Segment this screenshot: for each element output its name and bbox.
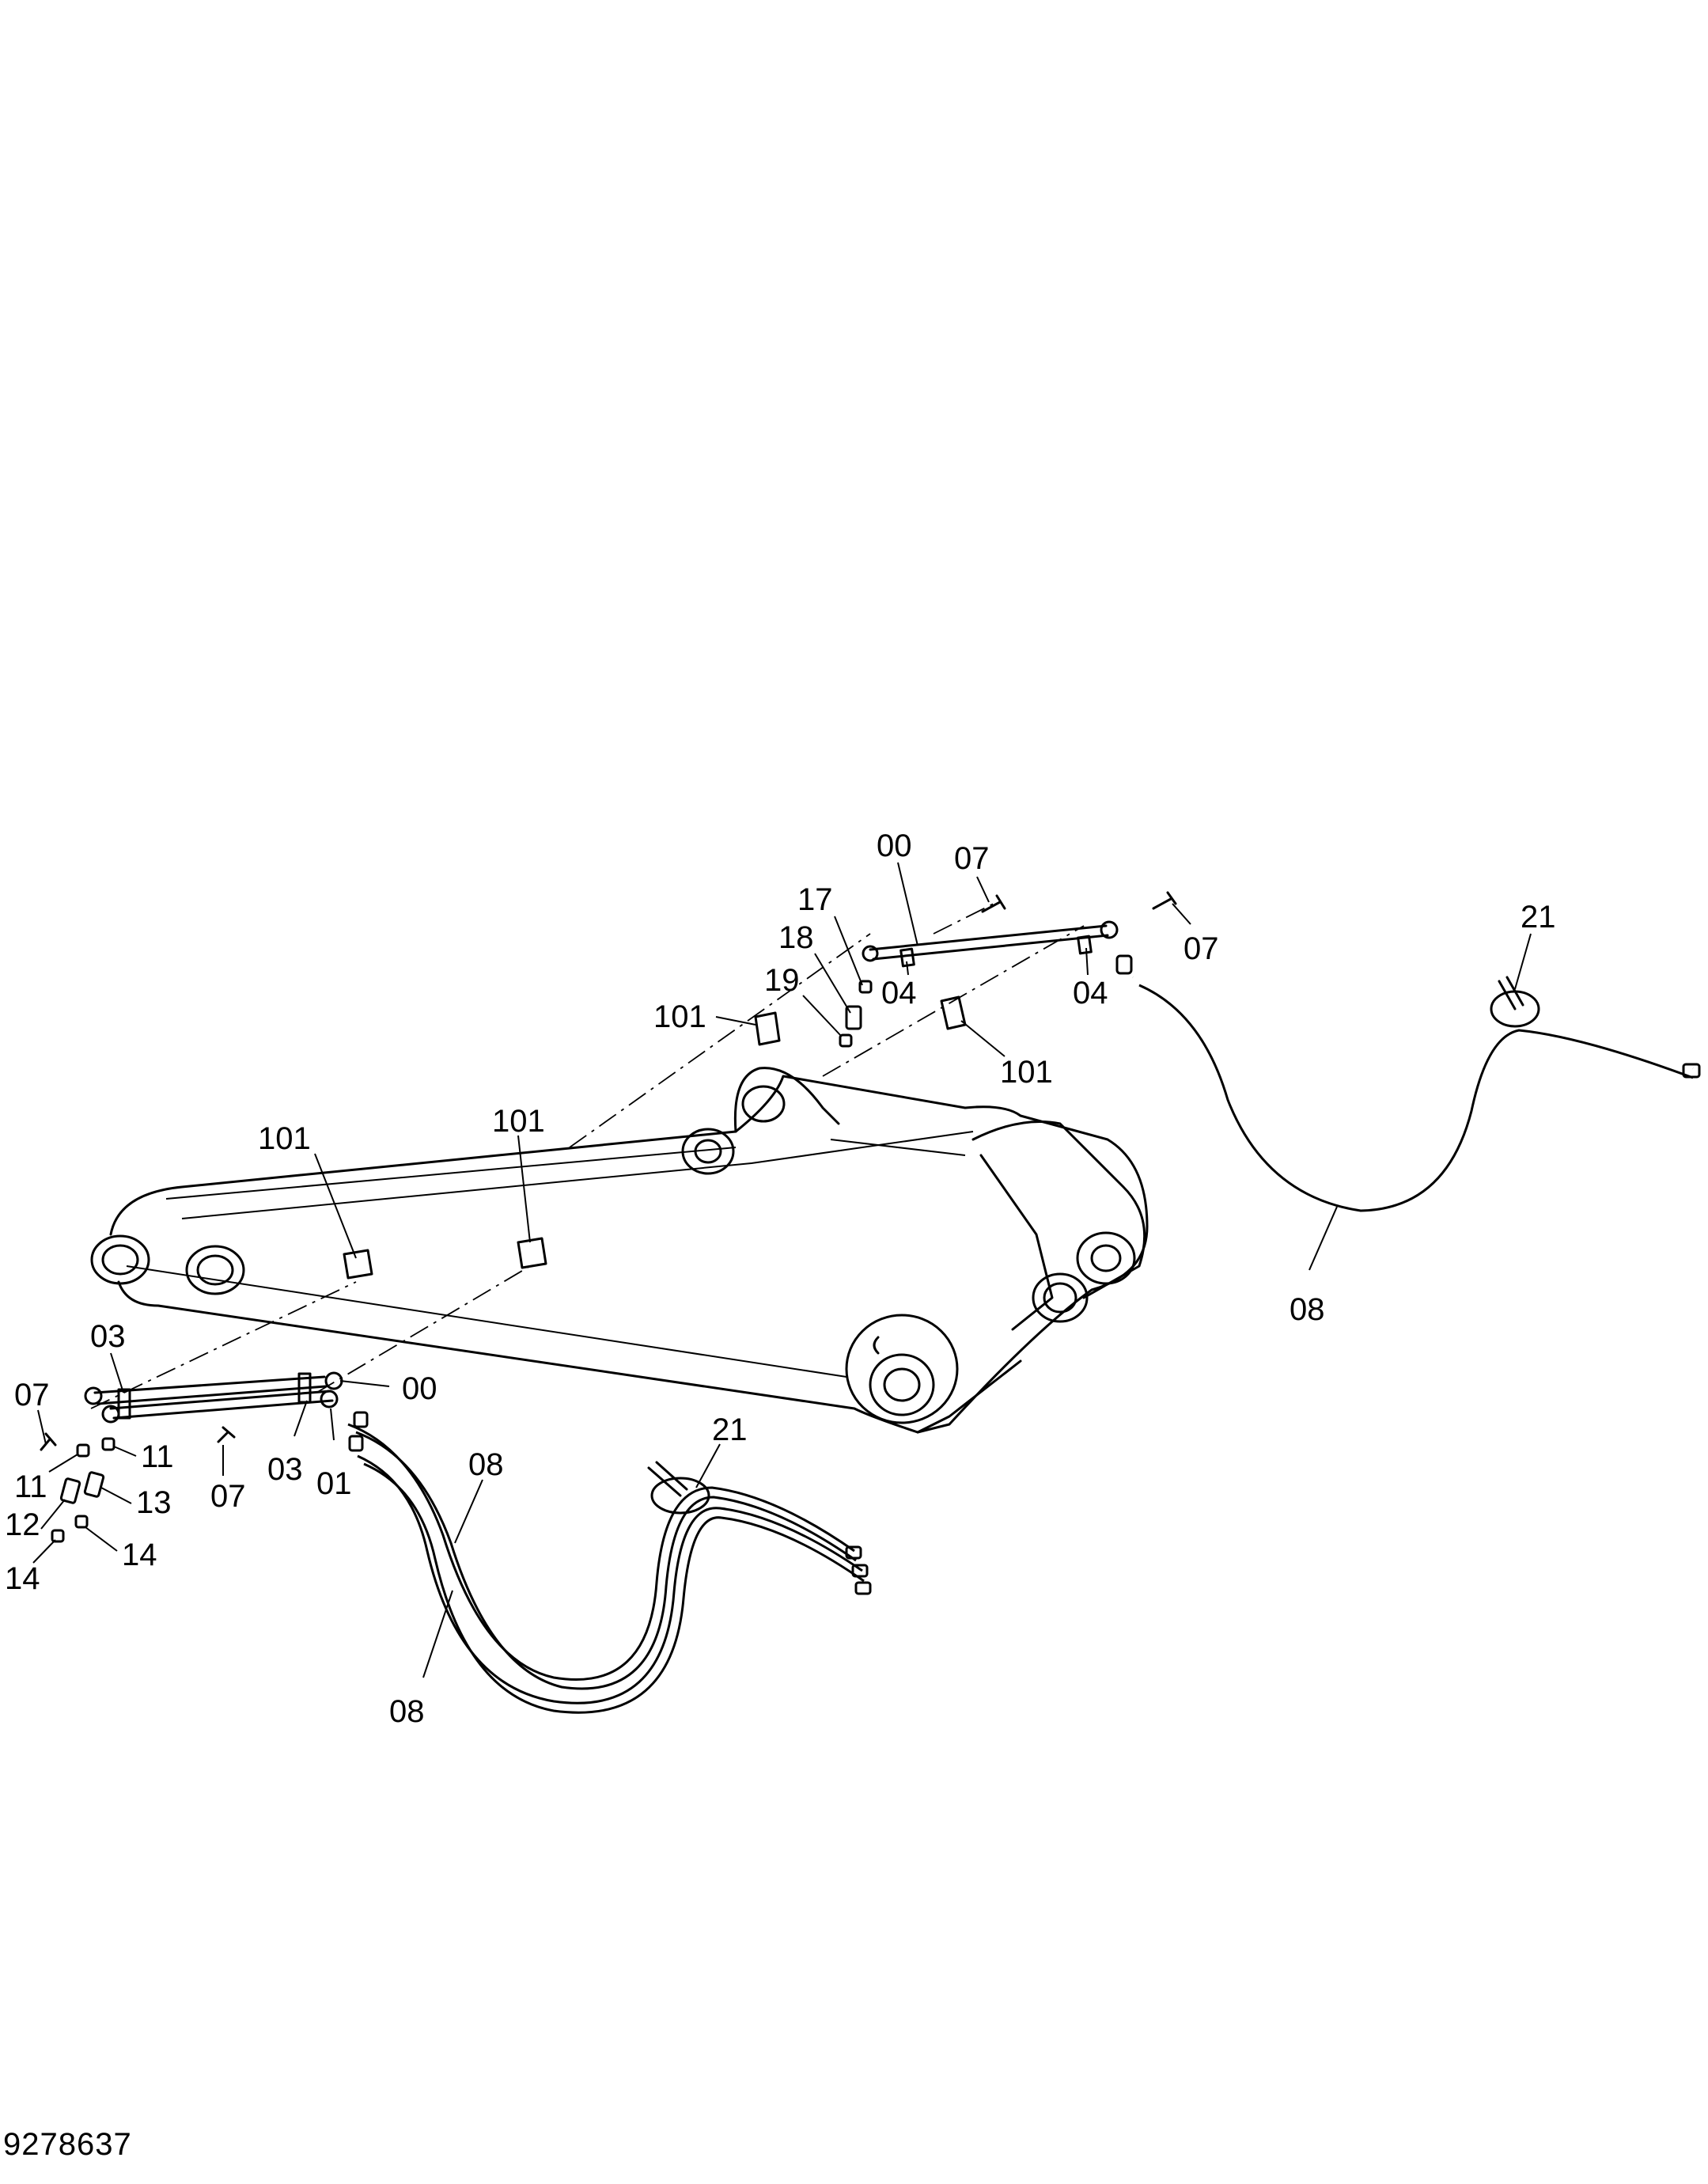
drawing-number: 9278637 (3, 2127, 132, 2162)
callout-11-b: 11 (141, 1439, 174, 1474)
callout-101-d: 101 (492, 1104, 545, 1139)
callout-19: 19 (764, 963, 800, 998)
boom-arm (90, 1067, 1149, 1434)
callout-07-bottom: 07 (210, 1479, 246, 1514)
lower-hoses (347, 1411, 872, 1714)
callout-08-a: 08 (468, 1447, 504, 1482)
callout-14-b: 14 (122, 1538, 157, 1572)
callout-12: 12 (5, 1507, 40, 1542)
callout-03-bottom: 03 (267, 1452, 303, 1487)
callout-21-bottom: 21 (712, 1412, 748, 1447)
callout-03-top: 03 (90, 1319, 126, 1354)
callout-01: 01 (316, 1466, 352, 1501)
callout-17: 17 (797, 882, 833, 917)
callout-04-b: 04 (1073, 976, 1108, 1010)
callout-labels: 00 07 17 18 19 101 04 04 101 07 21 08 10… (5, 828, 1556, 1729)
callout-07-top: 07 (954, 841, 990, 876)
center-lines (90, 901, 1085, 1409)
callout-101-c: 101 (258, 1121, 311, 1156)
leader-lines (32, 862, 1532, 1678)
callout-00-bottom: 00 (402, 1371, 437, 1406)
callout-101-a: 101 (653, 999, 706, 1034)
callout-08-right: 08 (1290, 1292, 1325, 1327)
callout-14-a: 14 (5, 1561, 40, 1596)
callout-08-b: 08 (389, 1694, 425, 1729)
callout-101-b: 101 (1000, 1055, 1053, 1090)
upper-pipe-assembly (343, 891, 1177, 1280)
callout-07-left: 07 (14, 1378, 50, 1412)
right-hose (1131, 974, 1701, 1212)
callout-07-right: 07 (1183, 931, 1219, 966)
callout-11-a: 11 (14, 1469, 47, 1504)
lower-pipe-assembly (40, 1371, 343, 1543)
callout-00-top: 00 (877, 828, 912, 863)
callout-21-right: 21 (1521, 900, 1556, 935)
callout-18: 18 (778, 920, 814, 955)
callout-13: 13 (136, 1485, 172, 1520)
callout-04-a: 04 (881, 976, 917, 1010)
